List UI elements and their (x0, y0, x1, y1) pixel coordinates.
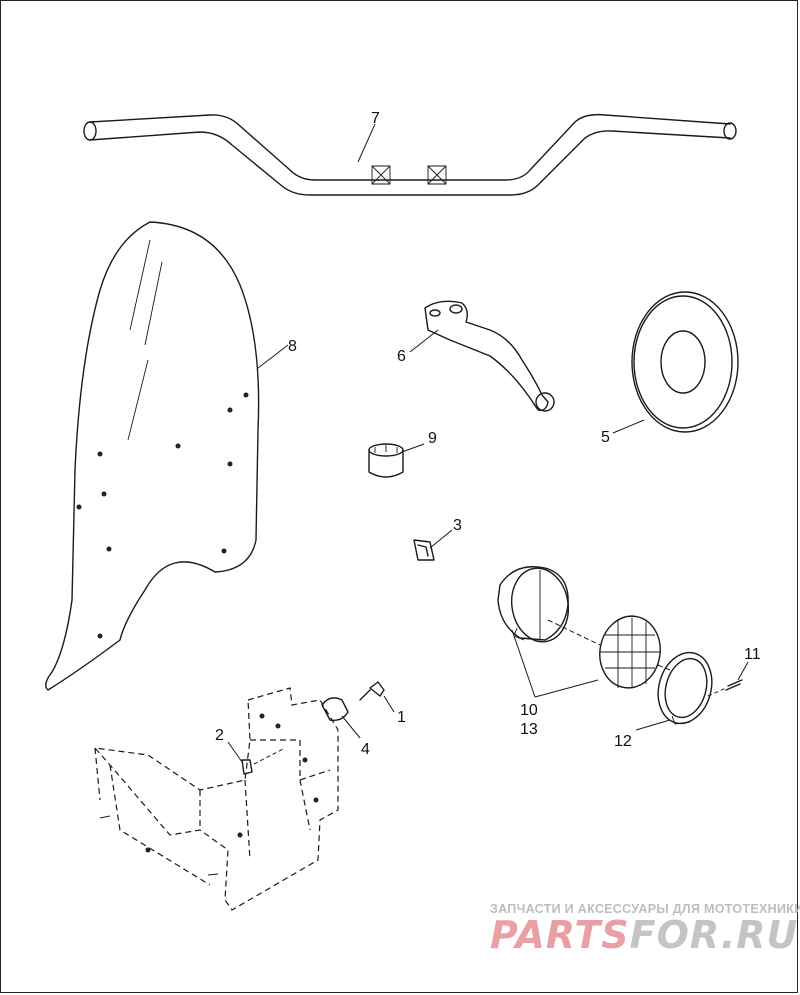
watermark-subtitle: ЗАПЧАСТИ И АКСЕССУАРЫ ДЛЯ МОТОТЕХНИКИ (490, 902, 800, 916)
trim-ring (631, 291, 739, 433)
bushing (368, 443, 404, 478)
watermark-brand-b: FOR.RU (630, 913, 799, 957)
mounting-bracket (93, 687, 339, 911)
headlamp-assembly (497, 566, 743, 725)
mount-hardware (241, 681, 385, 775)
callout-9: 9 (428, 430, 437, 447)
watermark-brand: PARTSFOR.RU (490, 913, 798, 957)
callout-11: 11 (744, 646, 761, 663)
watermark-brand-a: PARTS (490, 913, 630, 957)
callout-7: 7 (371, 110, 380, 127)
callout-10: 10 (520, 702, 538, 719)
handlebar (83, 113, 737, 196)
callout-8: 8 (288, 338, 297, 355)
callout-6: 6 (397, 348, 406, 365)
callout-13: 13 (520, 721, 538, 738)
leader-lines (227, 123, 749, 763)
clip (413, 539, 435, 561)
watermark: ЗАПЧАСТИ И АКСЕССУАРЫ ДЛЯ МОТОТЕХНИКИ PA… (490, 902, 800, 957)
callout-5: 5 (601, 429, 610, 446)
callout-4: 4 (361, 741, 370, 758)
callout-12: 12 (614, 733, 632, 750)
clutch-lever (424, 300, 555, 412)
callout-3: 3 (453, 517, 462, 534)
callout-2: 2 (215, 727, 224, 744)
callout-1: 1 (397, 709, 406, 726)
callout-labels: 7 8 6 5 9 3 10 13 11 12 1 2 4 (215, 110, 761, 758)
windshield (45, 221, 260, 691)
